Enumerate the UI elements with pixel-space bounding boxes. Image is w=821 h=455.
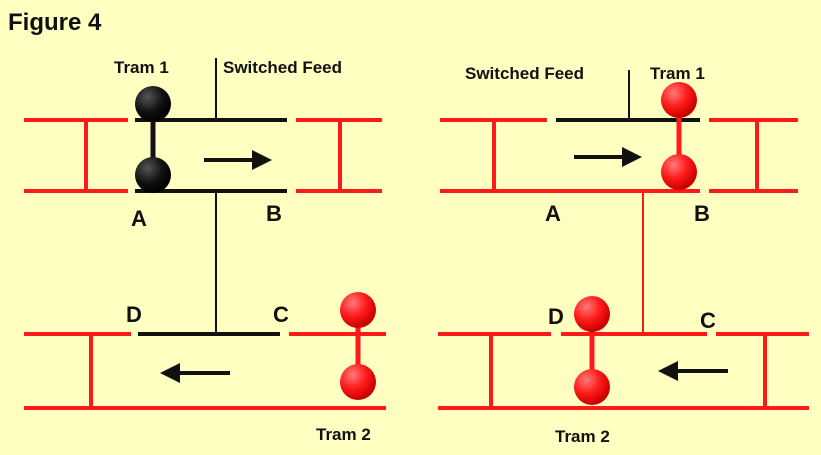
left-point-a: A — [131, 206, 147, 231]
right-bottom-segments — [438, 332, 809, 410]
left-tram2 — [340, 292, 376, 400]
right-panel — [438, 70, 809, 410]
right-point-a: A — [545, 201, 561, 226]
left-bottom-left-segment — [24, 332, 386, 410]
left-arrow-left — [160, 363, 230, 383]
figure-title: Figure 4 — [8, 9, 102, 36]
left-tram1-label: Tram 1 — [114, 58, 169, 77]
right-tram1-label: Tram 1 — [650, 64, 705, 83]
left-arrow-right — [204, 150, 272, 170]
left-point-d: D — [126, 302, 142, 327]
right-tram2-front-wheel — [574, 296, 610, 332]
left-top-left-segment — [24, 118, 128, 193]
right-tram2-rear-wheel — [574, 369, 610, 405]
left-point-b: B — [266, 201, 282, 226]
right-point-b: B — [694, 201, 710, 226]
left-tram1-front-wheel — [135, 86, 171, 122]
left-panel — [24, 58, 386, 410]
right-point-c: C — [700, 308, 716, 333]
right-arrow-right — [574, 147, 642, 167]
right-switched-feed-label: Switched Feed — [465, 64, 584, 83]
right-tram2-label: Tram 2 — [555, 427, 610, 446]
right-point-d: D — [548, 304, 564, 329]
right-tram1-rear-wheel — [661, 154, 697, 190]
right-top-left-segment — [440, 118, 700, 193]
left-tram2-front-wheel — [340, 292, 376, 328]
left-tram1 — [135, 86, 171, 193]
left-top-right-segment — [296, 118, 382, 193]
right-tram1 — [661, 82, 697, 190]
left-switched-feed-label: Switched Feed — [223, 58, 342, 77]
right-top-right-segment — [709, 118, 798, 193]
left-tram2-label: Tram 2 — [316, 425, 371, 444]
right-tram1-front-wheel — [661, 82, 697, 118]
left-point-c: C — [273, 302, 289, 327]
right-tram2 — [574, 296, 610, 405]
left-tram2-rear-wheel — [340, 364, 376, 400]
right-arrow-left — [658, 361, 728, 381]
left-tram1-rear-wheel — [135, 157, 171, 193]
